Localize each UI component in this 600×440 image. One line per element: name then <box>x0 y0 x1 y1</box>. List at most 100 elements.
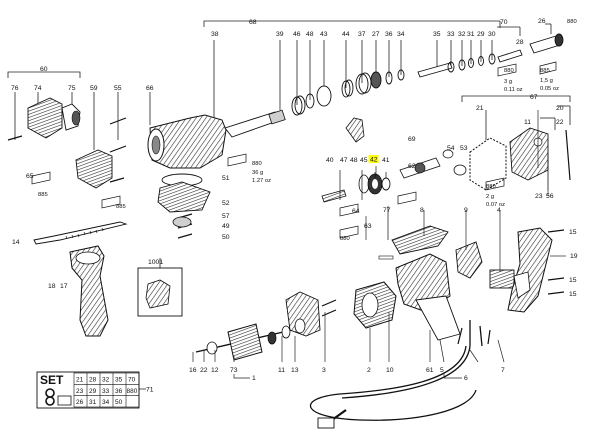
depth-stop-rod <box>33 221 128 245</box>
label-8: 8 <box>420 207 424 214</box>
right-leaders <box>365 110 566 272</box>
label-66: 66 <box>146 85 154 92</box>
label-70: 70 <box>500 19 508 26</box>
label-13: 13 <box>291 367 299 374</box>
label-35: 35 <box>433 31 441 38</box>
label-55: 55 <box>114 85 122 92</box>
label-77: 77 <box>383 207 391 214</box>
set-cell: 26 <box>76 399 84 406</box>
label-61: 61 <box>426 367 434 374</box>
set-cell: 23 <box>76 388 84 395</box>
label-47: 47 <box>340 157 348 164</box>
side-handle-part-17 <box>69 245 109 337</box>
label-19: 19 <box>570 253 578 260</box>
label-43: 43 <box>320 31 328 38</box>
label-1: 1 <box>252 375 256 382</box>
label-28: 28 <box>516 39 524 46</box>
label-15-a: 15 <box>569 229 577 236</box>
set-cell: 50 <box>115 399 123 406</box>
label-49: 49 <box>222 223 230 230</box>
label-22: 22 <box>200 367 208 374</box>
label-50: 50 <box>222 234 230 241</box>
label-22-right: 22 <box>556 119 564 126</box>
label-52: 52 <box>222 200 230 207</box>
label-16: 16 <box>189 367 197 374</box>
set-table-cells: 21 28 32 35 70 23 29 33 36 880 26 31 34 … <box>76 377 138 407</box>
label-73: 73 <box>230 367 238 374</box>
label-32: 32 <box>458 31 466 38</box>
set-cell: 28 <box>89 377 97 384</box>
marker-tickets <box>31 61 557 239</box>
label-885-right: 885 <box>540 68 550 74</box>
set-cell: 34 <box>102 399 110 406</box>
label-36: 36 <box>385 31 393 38</box>
trigger-switch <box>455 241 515 289</box>
label-10: 10 <box>386 367 394 374</box>
armature-part-1 <box>195 323 293 361</box>
part-number-labels: 68 70 26 880 38 39 46 48 43 44 37 27 36 … <box>11 18 578 382</box>
label-21: 21 <box>476 105 484 112</box>
label-53: 53 <box>460 145 468 152</box>
label-40: 40 <box>326 157 334 164</box>
label-1001: 1001 <box>148 259 163 266</box>
set-cell: 880 <box>127 388 138 395</box>
label-65: 65 <box>26 173 34 180</box>
label-57: 57 <box>222 213 230 220</box>
label-64: 64 <box>352 208 360 215</box>
label-880-housing: 880 <box>252 161 262 167</box>
label-14: 14 <box>12 239 20 246</box>
label-27: 27 <box>372 31 380 38</box>
label-31: 31 <box>467 31 475 38</box>
label-3g: 3 g <box>504 79 512 85</box>
label-59: 59 <box>90 85 98 92</box>
handle-housing-part-19 <box>507 227 553 313</box>
label-885-left: 885 <box>38 192 48 198</box>
label-48: 48 <box>306 31 314 38</box>
set-cell: 31 <box>89 399 97 406</box>
label-23: 23 <box>535 193 543 200</box>
label-127oz: 1.27 oz <box>252 178 271 184</box>
label-20: 20 <box>556 105 564 112</box>
label-34: 34 <box>397 31 405 38</box>
set-cell: 36 <box>115 388 123 395</box>
callout-67-bracket <box>461 95 571 140</box>
label-15-c: 15 <box>569 291 577 298</box>
label-885-mid: 885 <box>116 204 126 210</box>
label-56: 56 <box>546 193 554 200</box>
label-41: 41 <box>382 157 390 164</box>
label-17: 17 <box>60 283 68 290</box>
top-component-row <box>291 33 564 116</box>
spindle-part-38 <box>224 109 286 138</box>
label-15-b: 15 <box>569 277 577 284</box>
label-69: 69 <box>408 136 416 143</box>
label-60: 60 <box>40 66 48 73</box>
set-cell: 29 <box>89 388 97 395</box>
label-007oz: 0.07 oz <box>486 202 505 208</box>
label-38: 38 <box>211 31 219 38</box>
spare-parts-set-box: SET 21 28 32 35 70 23 <box>36 371 154 409</box>
label-3: 3 <box>322 367 326 374</box>
bottom-leaders <box>192 312 505 379</box>
drill-chuck-parts <box>7 97 113 189</box>
label-880-right: 880 <box>486 184 496 190</box>
label-33: 33 <box>447 31 455 38</box>
label-44: 44 <box>342 31 350 38</box>
label-68: 68 <box>249 19 257 26</box>
label-880-center: 880 <box>340 236 350 242</box>
label-29: 29 <box>477 31 485 38</box>
air-baffle-part-13 <box>285 291 321 337</box>
label-9: 9 <box>464 207 468 214</box>
label-2: 2 <box>367 367 371 374</box>
gearbox-cover-parts <box>157 173 211 228</box>
label-75: 75 <box>68 85 76 92</box>
gear-cover-right <box>469 127 571 191</box>
label-67: 67 <box>530 94 538 101</box>
label-880-mid-top: 880 <box>504 68 514 74</box>
highlight-marker-42 <box>368 155 379 163</box>
label-74: 74 <box>34 85 42 92</box>
set-cell: 21 <box>76 377 84 384</box>
label-37: 37 <box>358 31 366 38</box>
label-5: 5 <box>440 367 444 374</box>
label-7: 7 <box>501 367 505 374</box>
